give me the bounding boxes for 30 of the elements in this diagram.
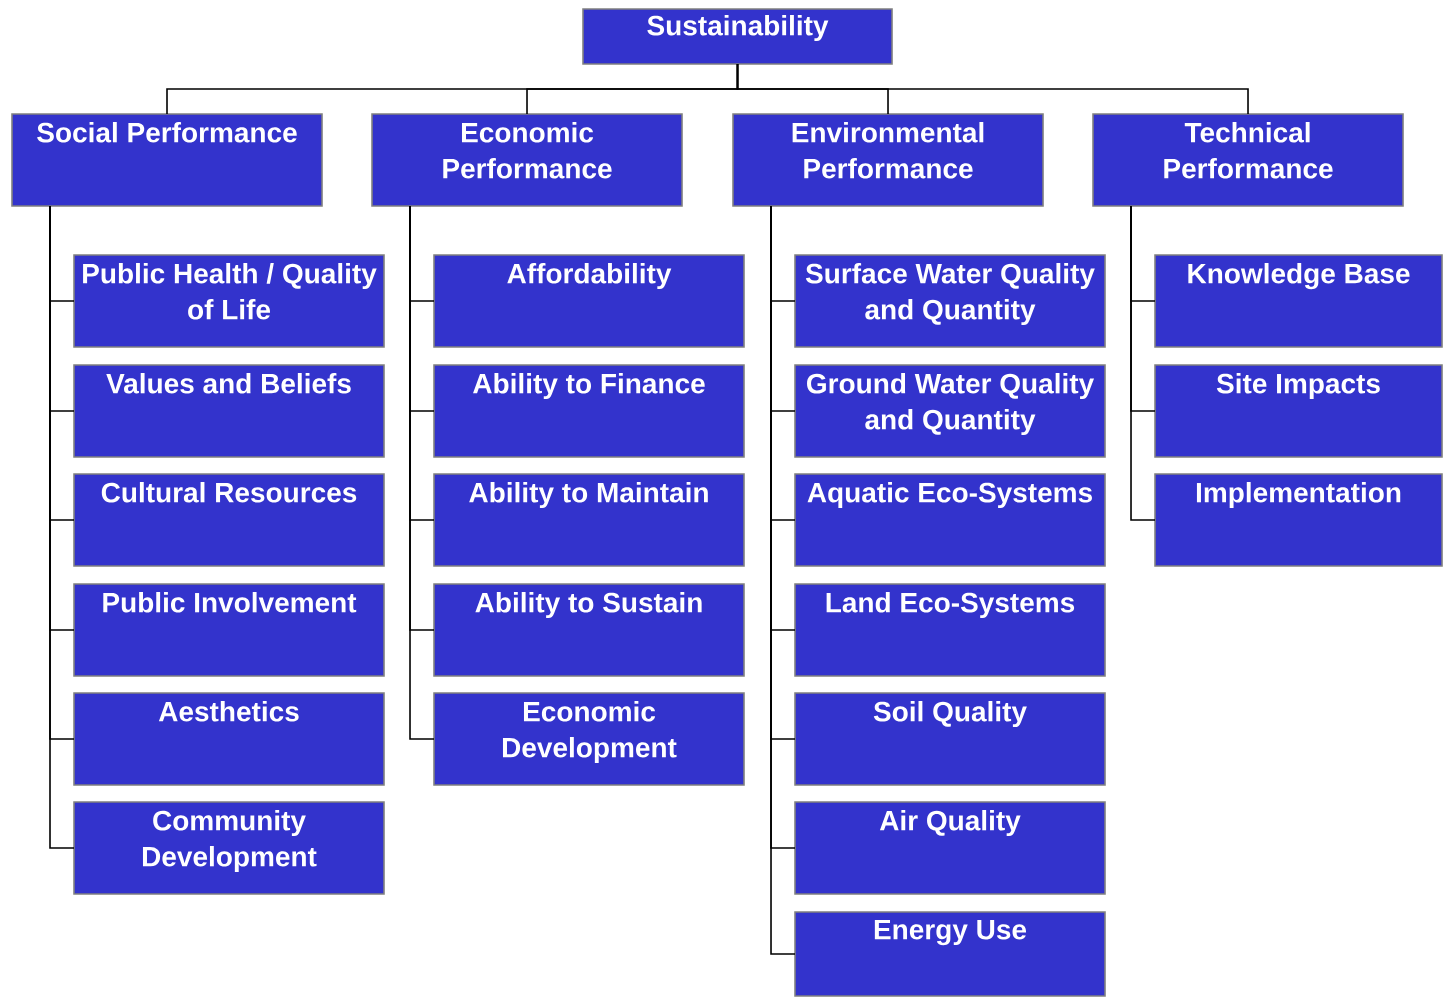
category-box: Economic Performance — [371, 113, 683, 207]
item-box: Land Eco-Systems — [794, 583, 1106, 677]
item-box: Energy Use — [794, 911, 1106, 997]
item-box: Ability to Maintain — [433, 473, 745, 567]
root-box: Sustainability — [582, 8, 893, 65]
item-box: Public Health / Quality of Life — [73, 254, 385, 348]
item-box: Affordability — [433, 254, 745, 348]
item-box: Surface Water Quality and Quantity — [794, 254, 1106, 348]
item-box: Implementation — [1154, 473, 1443, 567]
item-box: Site Impacts — [1154, 364, 1443, 458]
connector-line — [1130, 205, 1156, 521]
item-box: Ability to Sustain — [433, 583, 745, 677]
item-box: Aesthetics — [73, 692, 385, 786]
item-box: Aquatic Eco-Systems — [794, 473, 1106, 567]
item-box: Knowledge Base — [1154, 254, 1443, 348]
connector-line — [409, 205, 435, 740]
item-box: Air Quality — [794, 801, 1106, 895]
item-box: Public Involvement — [73, 583, 385, 677]
item-box: Community Development — [73, 801, 385, 895]
category-box: Social Performance — [11, 113, 323, 207]
item-box: Ability to Finance — [433, 364, 745, 458]
item-box: Ground Water Quality and Quantity — [794, 364, 1106, 458]
connector-line — [736, 63, 1249, 115]
item-box: Economic Development — [433, 692, 745, 786]
item-box: Values and Beliefs — [73, 364, 385, 458]
item-box: Soil Quality — [794, 692, 1106, 786]
item-box: Cultural Resources — [73, 473, 385, 567]
category-box: Environmental Performance — [732, 113, 1044, 207]
category-box: Technical Performance — [1092, 113, 1404, 207]
connector-line — [49, 205, 75, 849]
